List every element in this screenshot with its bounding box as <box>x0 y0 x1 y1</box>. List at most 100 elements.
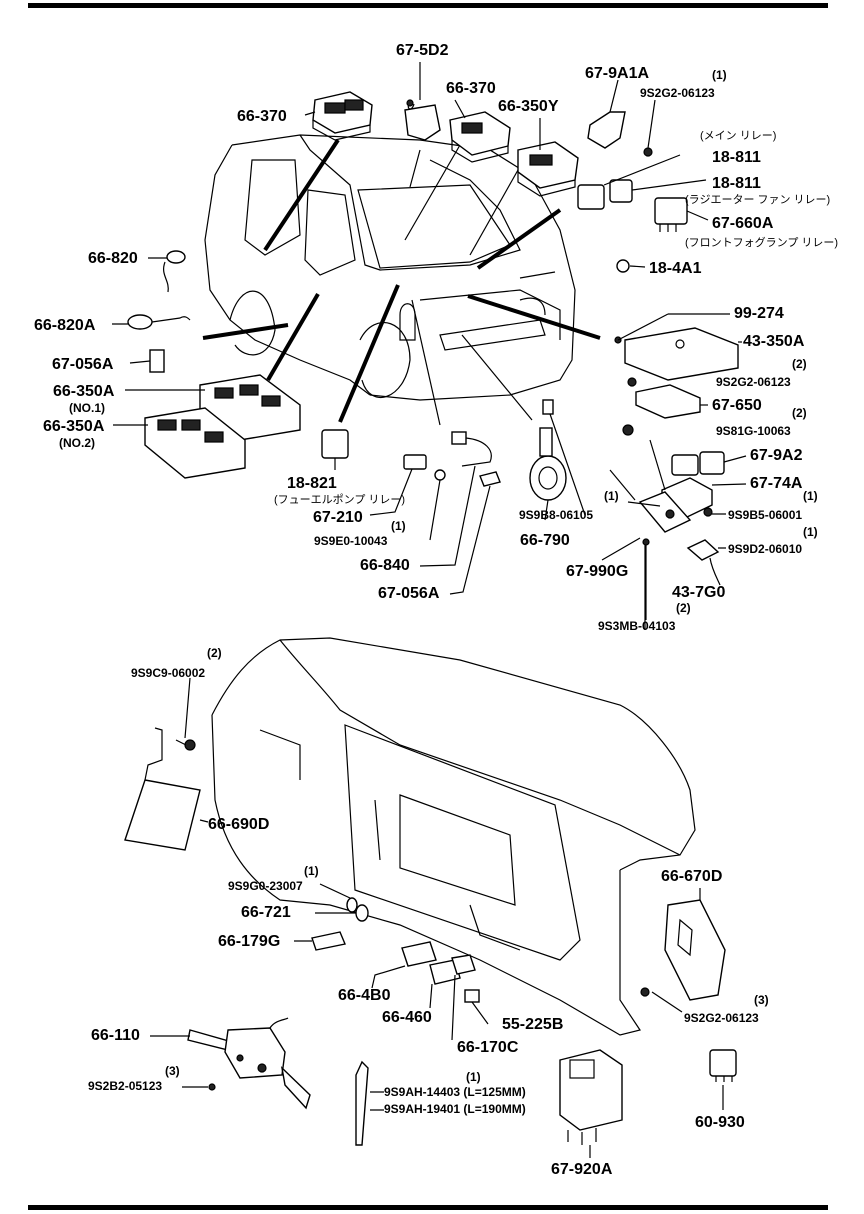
tag-67-056A-a <box>129 349 165 373</box>
part-label: 99-274 <box>734 305 784 322</box>
part-label: 67-9A1A <box>585 65 649 82</box>
part-label: 55-225B <box>502 1016 563 1033</box>
part-label: (1) <box>803 525 818 539</box>
part-label: 9S9D2-06010 <box>728 542 802 556</box>
part-label: (2) <box>792 406 807 420</box>
socket-66-820 <box>148 250 186 293</box>
part-label: (1) <box>803 489 818 503</box>
bracket-66-670D <box>640 888 726 1013</box>
part-label: 66-370 <box>237 108 287 125</box>
part-label: 9S81G-10063 <box>716 424 791 438</box>
part-label: 9S2B2-05123 <box>88 1079 162 1093</box>
part-label: 9S9B8-06105 <box>519 508 593 522</box>
part-label: 9S9B5-06001 <box>728 508 802 522</box>
switch-66-350Y <box>517 141 579 197</box>
switch-66-110 <box>150 1017 311 1110</box>
part-label: 66-690D <box>208 816 269 833</box>
part-label: 9S9G0-23007 <box>228 879 303 893</box>
part-label: 18-811 <box>712 149 761 166</box>
parts-66-721-66-179G <box>294 883 369 951</box>
part-label: 9S2G2-06123 <box>716 375 791 389</box>
vehicle-outline <box>204 134 576 401</box>
vehicle-leaders <box>202 138 601 426</box>
sensor-67-210 <box>369 454 446 541</box>
part-label: (NO.1) <box>69 401 105 415</box>
part-label: 66-110 <box>91 1027 140 1044</box>
part-label: (NO.2) <box>59 436 95 450</box>
part-label: 9S3MB-04103 <box>598 619 676 633</box>
part-label: 66-670D <box>661 868 722 885</box>
part-label: 66-820 <box>88 250 138 267</box>
part-label: 9S9AH-19401 (L=190MM) <box>384 1102 526 1116</box>
part-label: 67-660A <box>712 215 774 232</box>
part-label: 66-350Y <box>498 98 559 115</box>
sensor-43-7G0 <box>642 538 726 620</box>
part-label: 60-930 <box>695 1114 745 1131</box>
part-label: (フロントフォグランプ リレー) <box>685 235 838 249</box>
unit-67-650 <box>622 377 708 436</box>
part-label: 9S2G2-06123 <box>640 86 715 100</box>
switches-66-4B0-66-460 <box>371 941 489 1041</box>
part-label: 66-179G <box>218 933 280 950</box>
bottom-rule <box>28 1205 828 1210</box>
part-label: 18-4A1 <box>649 260 702 277</box>
instrument-panel <box>211 637 696 1036</box>
cable-tie-9S9AH <box>355 1060 384 1146</box>
part-label: (メイン リレー) <box>700 130 776 142</box>
switch-66-370-b <box>449 111 511 163</box>
part-label: 66-170C <box>457 1039 519 1056</box>
part-label: 66-4B0 <box>338 987 391 1004</box>
label-leaders <box>304 99 646 630</box>
socket-66-820A <box>112 314 191 330</box>
part-label: (ラジエーター ファン リレー) <box>685 193 830 206</box>
panel-66-690D <box>124 677 209 851</box>
part-label: 66-370 <box>446 80 496 97</box>
part-label: 66-460 <box>382 1009 432 1026</box>
part-label: 67-210 <box>313 509 363 526</box>
part-label: 66-790 <box>520 532 570 549</box>
switch-66-840 <box>419 431 492 567</box>
part-label: 66-840 <box>360 557 410 574</box>
part-label: (1) <box>466 1070 481 1084</box>
switch-panel-66-350A-no2 <box>113 407 246 479</box>
clip-18-4A1 <box>616 259 646 273</box>
part-label: (1) <box>391 519 406 533</box>
part-label: 67-5D2 <box>396 42 449 59</box>
part-label: 66-350A <box>43 418 105 435</box>
part-label: (1) <box>604 489 619 503</box>
part-label: 9S9E0-10043 <box>314 534 388 548</box>
part-label: 9S2G2-06123 <box>684 1011 759 1025</box>
part-label: 67-920A <box>551 1161 613 1178</box>
tag-67-056A-b <box>449 471 501 595</box>
part-label: 43-7G0 <box>672 584 725 601</box>
part-label: (3) <box>754 993 769 1007</box>
part-label: 18-811 <box>712 175 761 192</box>
part-label: 9S9C9-06002 <box>131 666 205 680</box>
part-label: 66-820A <box>34 317 96 334</box>
part-label: 18-821 <box>287 475 337 492</box>
bracket-67-9A1A <box>587 79 656 157</box>
part-label: 67-990G <box>566 563 628 580</box>
unit-67-920A <box>559 1049 623 1158</box>
part-label: 66-350A <box>53 383 115 400</box>
part-label: (2) <box>792 357 807 371</box>
part-label: (フューエルポンプ リレー) <box>274 493 405 506</box>
relay-18-811 <box>577 154 707 210</box>
part-label: 67-650 <box>712 397 762 414</box>
relay-18-821 <box>321 429 349 470</box>
relay-67-660A <box>654 197 709 232</box>
part-label: (1) <box>712 68 727 82</box>
part-label: 67-74A <box>750 475 803 492</box>
label-layer: 67-5D266-37066-37066-350Y67-9A1A(1)9S2G2… <box>34 42 838 1178</box>
part-label: 67-056A <box>378 585 440 602</box>
switch-66-370-a <box>312 91 373 141</box>
part-label: 43-350A <box>743 333 805 350</box>
part-67-5D2 <box>404 62 441 141</box>
part-label: 66-721 <box>241 904 291 921</box>
top-rule <box>28 3 828 8</box>
part-label: 67-056A <box>52 356 114 373</box>
part-label: 67-9A2 <box>750 447 803 464</box>
part-label: (2) <box>676 601 691 615</box>
